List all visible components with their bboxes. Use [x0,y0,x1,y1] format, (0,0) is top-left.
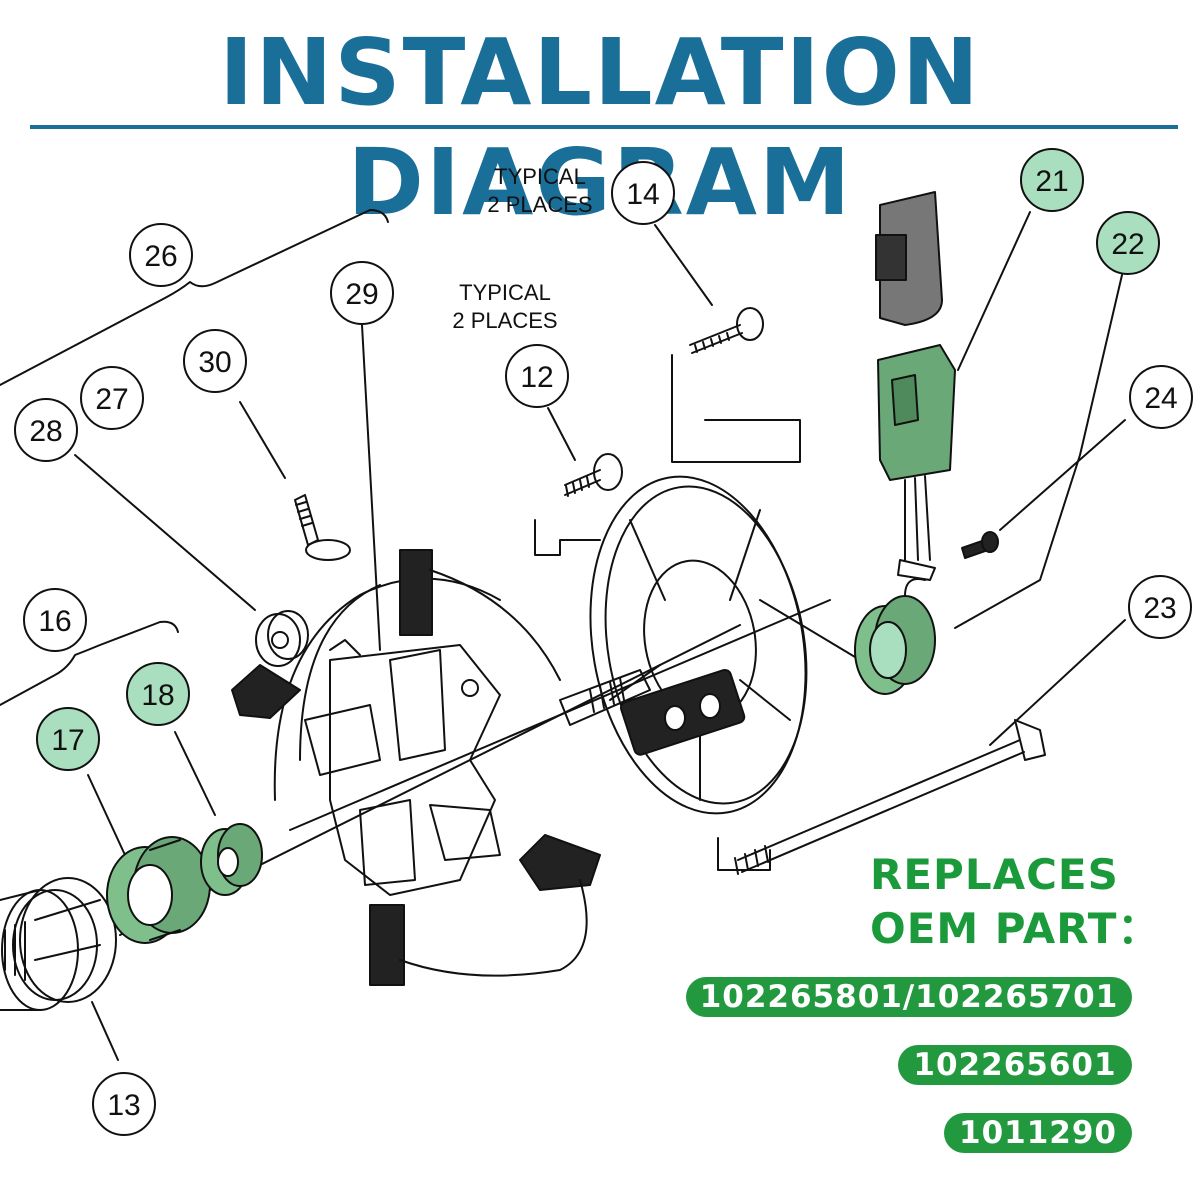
callout-circle [92,1072,156,1136]
alignment-line-22 [759,599,861,661]
callout-14: 14 [611,161,675,225]
callout-circle [36,707,100,771]
connector-21 [875,191,956,581]
note-typical-12-line1: TYPICAL [459,280,551,305]
title-underline [30,125,1178,129]
alignment-line-lower [289,599,831,831]
brush-holder-29 [231,549,601,986]
callout-label: 12 [520,361,553,394]
screw-14 [689,307,764,354]
replaces-heading: REPLACES OEM PART： [870,848,1190,956]
callout-label: 13 [107,1089,140,1122]
leader-24 [999,419,1126,531]
callout-label: 23 [1143,592,1176,625]
seal-18 [200,823,263,896]
callout-18: 18 [126,662,190,726]
part-number-pill-1: 102265801/102265701 [686,977,1132,1017]
callout-label: 29 [345,278,378,311]
leader-21 [957,211,1031,371]
callout-circle [505,344,569,408]
callout-label: 16 [38,605,71,638]
leader-29 [361,324,381,651]
callout-circle [126,662,190,726]
callout-label: 24 [1144,382,1177,415]
callout-label: 22 [1111,228,1144,261]
replaces-line1: REPLACES [870,850,1119,899]
leader-13 [91,1001,119,1061]
alignment-line-14 [671,354,801,463]
callout-28: 28 [14,398,78,462]
part-number-pill-3: 1011290 [944,1113,1132,1153]
callout-27: 27 [80,366,144,430]
end-cover-plate [559,475,808,815]
page-title: INSTALLATION DIAGRAM [219,19,981,236]
callout-26: 26 [129,223,193,287]
leader-22 [954,274,1123,629]
screw-12 [564,453,623,497]
callout-circle [1020,148,1084,212]
leader-28 [74,454,256,611]
sensor-22 [854,578,936,695]
leader-14 [654,224,713,306]
callout-label: 21 [1035,165,1068,198]
callout-24: 24 [1129,365,1193,429]
callout-30: 30 [183,329,247,393]
through-bolt-23 [734,719,1046,875]
callout-12: 12 [505,344,569,408]
callout-circle [23,588,87,652]
alignment-line-12 [534,519,601,556]
callout-label: 18 [141,679,174,712]
note-typical-14-line1: TYPICAL [494,164,586,189]
armature-shaft-13 [0,877,117,1011]
callout-21: 21 [1020,148,1084,212]
leader-18 [174,731,216,816]
callout-29: 29 [330,261,394,325]
callout-circle [129,223,193,287]
bearing-17 [106,836,211,944]
callout-circle [14,398,78,462]
screw-30 [294,494,351,561]
callout-circle [80,366,144,430]
bracket-26 [0,209,389,386]
callout-label: 30 [198,346,231,379]
note-typical-12-line2: 2 PLACES [452,308,557,333]
callout-circle [1128,575,1192,639]
leader-17 [87,774,126,856]
callout-label: 27 [95,383,128,416]
callout-circle [183,329,247,393]
note-typical-14-line2: 2 PLACES [487,192,592,217]
bearing-27-28 [255,610,309,667]
callout-circle [1096,211,1160,275]
callout-13: 13 [92,1072,156,1136]
callout-17: 17 [36,707,100,771]
part-number-pill-2: 102265601 [898,1045,1132,1085]
leader-30 [239,401,286,479]
callout-label: 14 [626,178,659,211]
callout-23: 23 [1128,575,1192,639]
callout-circle [1129,365,1193,429]
callout-label: 26 [144,240,177,273]
leader-23 [989,619,1126,746]
screw-24 [961,531,999,559]
bracket-16 [0,620,179,706]
callout-circle [330,261,394,325]
callout-22: 22 [1096,211,1160,275]
replaces-line2: OEM PART： [870,904,1161,953]
leader-12 [547,407,576,461]
callout-circle [611,161,675,225]
callout-label: 17 [51,724,84,757]
callout-16: 16 [23,588,87,652]
callout-label: 28 [29,415,62,448]
